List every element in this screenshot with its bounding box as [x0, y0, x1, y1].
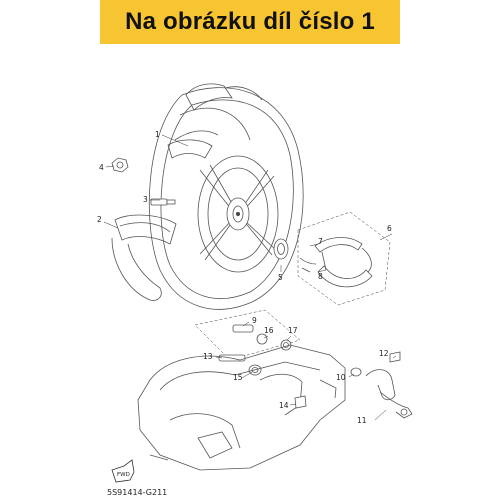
fwd-label: FWD: [117, 472, 130, 478]
callout-7: 7: [318, 237, 323, 246]
valve-parts: [111, 157, 176, 206]
crankcase: [137, 344, 346, 471]
leader-lines: [103, 134, 397, 421]
callout-15: 15: [233, 373, 243, 382]
callout-11: 11: [357, 416, 367, 425]
callout-14: 14: [279, 401, 289, 410]
fwd-arrow-icon: FWD: [111, 459, 135, 483]
callout-2: 2: [97, 215, 102, 224]
shaft-parts: [218, 354, 262, 376]
lever-parts: [294, 351, 413, 419]
diagram-code: 5S91414-G211: [107, 488, 168, 497]
callout-3: 3: [143, 195, 148, 204]
brake-shoe-group: [297, 211, 391, 306]
callout-16: 16: [264, 326, 274, 335]
callout-13: 13: [203, 352, 213, 361]
callout-5: 5: [278, 273, 283, 282]
callout-6: 6: [387, 224, 392, 233]
callout-10: 10: [336, 373, 346, 382]
callout-4: 4: [99, 163, 104, 172]
callout-17: 17: [288, 326, 298, 335]
callout-12: 12: [379, 349, 389, 358]
cam-shaft-group: [194, 309, 301, 361]
wheel-assembly: [148, 83, 304, 310]
tire-section: [111, 214, 177, 301]
title-banner: Na obrázku díl číslo 1: [100, 0, 400, 44]
callout-8: 8: [318, 272, 323, 281]
callout-1: 1: [155, 130, 160, 139]
callout-labels: 1 2 3 4 5 6 7 8 9 10 11 12 13 14 15 16 1…: [97, 130, 392, 425]
callout-9: 9: [252, 316, 257, 325]
banner-text: Na obrázku díl číslo 1: [125, 8, 375, 35]
seal-part: [273, 238, 289, 260]
